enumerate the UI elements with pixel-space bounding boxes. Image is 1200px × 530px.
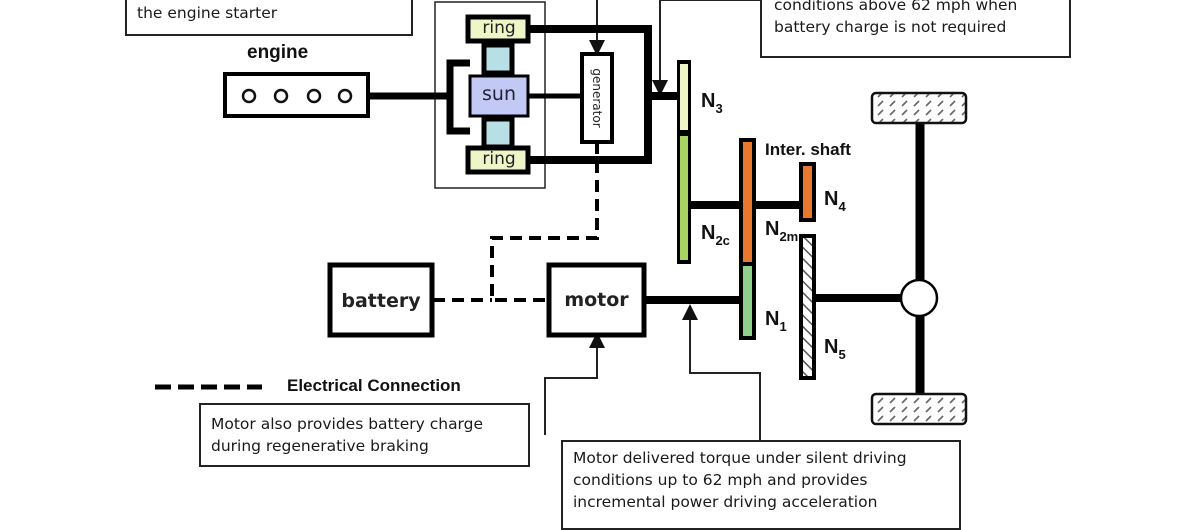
callout-generator-starter: conditions and is utilized as the engine… — [125, 0, 413, 36]
planet-gear-bottom — [481, 116, 515, 150]
electrical-connections — [433, 142, 599, 302]
gear-label-n2c: N2c — [701, 222, 730, 248]
gear-n4 — [803, 166, 812, 218]
wheel-bottom — [870, 392, 968, 426]
callout-regen-braking: Motor also provides battery charge durin… — [199, 403, 530, 467]
callout-line: Motor delivered torque under silent driv… — [573, 449, 907, 467]
generator-label: generator — [590, 68, 604, 128]
callout-line: conditions above 62 mph when — [774, 0, 1018, 14]
gear-n5 — [803, 238, 812, 376]
legend-electrical-connection: Electrical Connection — [287, 376, 461, 395]
planet-gear-top — [481, 42, 515, 76]
callout-motor-torque: Motor delivered torque under silent driv… — [561, 440, 961, 530]
callout-line: incremental power driving acceleration — [573, 493, 878, 511]
motor-block — [546, 262, 647, 338]
gear-label-n2m: N2m — [765, 218, 799, 244]
gear-n3 — [680, 64, 688, 130]
ring-bottom-label: ring — [482, 149, 516, 169]
callout-line: Motor also provides battery charge — [211, 415, 484, 433]
callout-leaders — [544, 0, 770, 440]
generator-motor-electrical-line — [490, 142, 599, 302]
engine-cylinders — [241, 88, 353, 104]
planet-carrier — [446, 59, 470, 135]
ring-top-label: ring — [482, 18, 516, 38]
callout-line: conditions up to 62 mph and provides — [573, 471, 868, 489]
battery-block — [327, 262, 435, 338]
engine-label: engine — [247, 42, 309, 63]
engine-drive-leader — [652, 0, 770, 96]
callout-line: battery charge is not required — [774, 18, 1007, 36]
motor-label: motor — [564, 289, 629, 311]
gear-label-n3: N3 — [701, 90, 723, 116]
gear-label-n5: N5 — [824, 336, 846, 362]
gear-label-n4: N4 — [824, 188, 846, 214]
cylinder-icon — [306, 88, 322, 104]
cylinder-icon — [273, 88, 289, 104]
engine-block — [223, 72, 370, 118]
gear-label-n1: N1 — [765, 308, 787, 334]
inter-shaft-label: Inter. shaft — [765, 140, 851, 159]
callout-engine-drive: conditions above 62 mph when battery cha… — [760, 0, 1071, 58]
differential — [899, 278, 939, 318]
wheel-top — [870, 91, 968, 125]
battery-label: battery — [341, 290, 421, 312]
sun-label: sun — [482, 83, 516, 105]
callout-line: during regenerative braking — [211, 437, 429, 455]
gear-n2c — [680, 136, 688, 260]
ring-gear-top — [465, 14, 531, 44]
cylinder-icon — [337, 88, 353, 104]
regen-leader — [544, 332, 605, 435]
motor-torque-leader — [682, 304, 761, 440]
callout-line: the engine starter — [137, 4, 278, 22]
gear-n1 — [743, 266, 752, 336]
gear-n2m — [743, 142, 752, 262]
cylinder-icon — [241, 88, 257, 104]
